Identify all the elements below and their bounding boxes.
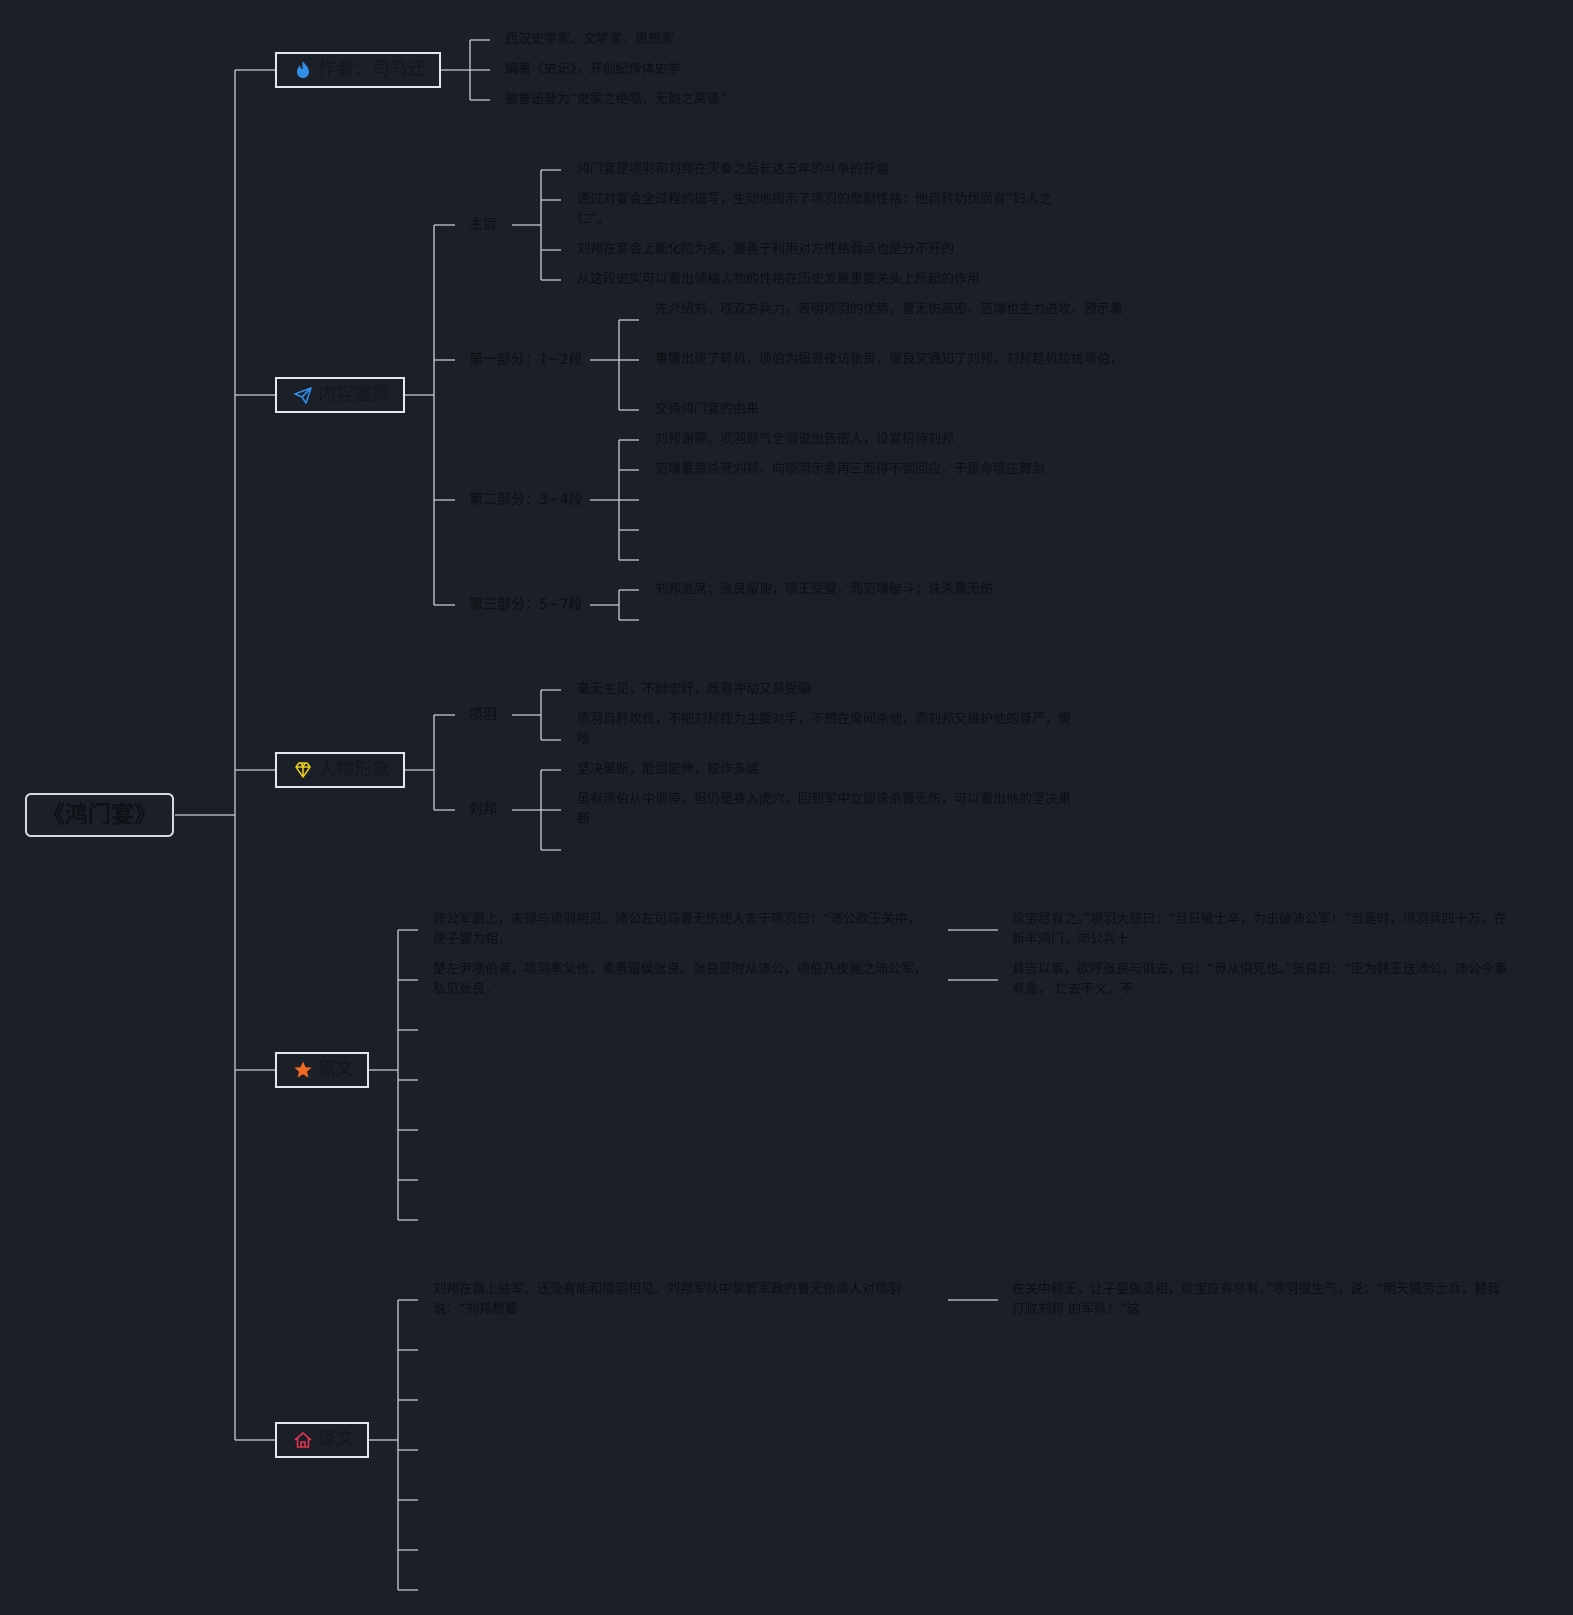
author-item: 被鲁迅誉为“史家之绝唱，无韵之离骚” [505, 92, 727, 107]
send-icon [294, 387, 312, 404]
root-node[interactable]: 《鸿门宴》 [25, 793, 174, 837]
author-node[interactable]: 作者：司马迁 [275, 52, 441, 88]
translation-label: 译文 [318, 1429, 354, 1450]
part2-node[interactable]: 第二部分：3~4段 [469, 492, 583, 508]
author-item: 编著《史记》，开创纪传体史学 [505, 62, 681, 77]
theme-node[interactable]: 主旨 [469, 217, 497, 233]
xiangyu-item: 毫无主见，不辨忠奸，既易冲动又易受骗 [577, 682, 812, 697]
part1-item: 先介绍刘、项双方兵力，表明项羽的优势。曹无伤高密，范增也主力进攻，预示着 [655, 302, 1124, 317]
translation-text-right: 在关中称王，让子婴做丞相，珍宝应有尽有。”项羽很生气，说：“明天犒劳士兵，替我打… [1012, 1282, 1500, 1317]
part1-item: 交待鸿门宴的由来 [655, 402, 760, 417]
content-node[interactable]: 内容鉴赏 [275, 377, 405, 413]
part1-item: 事情出现了转机，项伯为报恩夜访张良，张良又通知了刘邦，刘邦趁机拉拢项伯， [655, 352, 1124, 367]
liubang-node[interactable]: 刘邦 [469, 802, 497, 818]
author-label: 作者：司马迁 [318, 59, 426, 80]
original-node[interactable]: 原文 [275, 1052, 369, 1088]
translation-node[interactable]: 译文 [275, 1422, 369, 1458]
original-text-right: 珍宝尽有之。”项羽大怒曰：“旦日飨士卒，为击破沛公军！”当是时，项羽兵四十万，在… [1012, 912, 1507, 947]
liubang-item: 坚决果断，能屈能伸，狡诈多端 [577, 762, 760, 777]
characters-label: 人物形象 [318, 759, 390, 780]
part2-item: 范增蓄意杀死刘邦，向项羽示意再三而得不到回应，于是命项庄舞剑 [655, 462, 1046, 477]
part1-node[interactable]: 第一部分：1~2段 [469, 352, 583, 368]
diamond-icon [295, 762, 311, 778]
characters-node[interactable]: 人物形象 [275, 752, 405, 788]
star-icon [294, 1061, 312, 1078]
author-item: 西汉史学家、文学家、思想家 [505, 32, 675, 47]
home-icon [294, 1432, 312, 1448]
part3-node[interactable]: 第三部分：5~7段 [469, 597, 583, 613]
original-text-left: 楚左尹项伯者，项羽季父也，素善留侯张良。张良是时从沛公，项伯乃夜驰之沛公军，私见… [433, 962, 928, 997]
theme-item: 鸿门宴是项羽和刘邦在灭秦之后长达五年的斗争的开端 [577, 162, 890, 177]
part2-item: 刘邦谢罪，项羽怒气全消说出告密人，设宴招待刘邦 [655, 432, 955, 447]
xiangyu-node[interactable]: 项羽 [469, 707, 497, 723]
original-label: 原文 [318, 1059, 354, 1080]
theme-item: 通过对宴会全过程的描写，生动地揭示了项羽的悲剧性格：他自矜功伐而有“妇人之仁”。 [577, 192, 1052, 227]
theme-item: 刘邦在宴会上能化险为夷，跟善于利用对方性格弱点也是分不开的 [577, 242, 955, 257]
theme-item: 从这段史实可以看出领袖人物的性格在历史发展重要关头上所起的作用 [577, 272, 981, 287]
translation-text-left: 刘邦在霸上驻军，还没有能和项羽相见。刘邦军队中掌管军政的曹无伤派人对项羽说：“刘… [433, 1282, 902, 1317]
part3-item: 刘邦逃席；张良留谢，项王受璧，而范增破斗；诛杀曹无伤 [655, 582, 994, 597]
original-text-left: 沛公军霸上，未得与项羽相见。沛公左司马曹无伤使人言于项羽曰：“沛公欲王关中，使子… [433, 912, 921, 947]
content-label: 内容鉴赏 [318, 384, 390, 405]
liubang-item: 虽有项伯从中调停，但仍是身入虎穴，回到军中立即诛杀曹无伤，可以看出他的坚决果断 [577, 792, 1072, 827]
xiangyu-item: 项羽自矜攻伐，不把刘邦视为主要对手，不想在席间杀他，而刘邦又维护他的尊严，樊哙 [577, 712, 1072, 747]
fire-icon [297, 61, 309, 78]
original-text-right: 具告以事，欲呼张良与俱去，曰：“毋从俱死也。”张良曰：“臣为韩王送沛公，沛公今事… [1012, 962, 1507, 997]
